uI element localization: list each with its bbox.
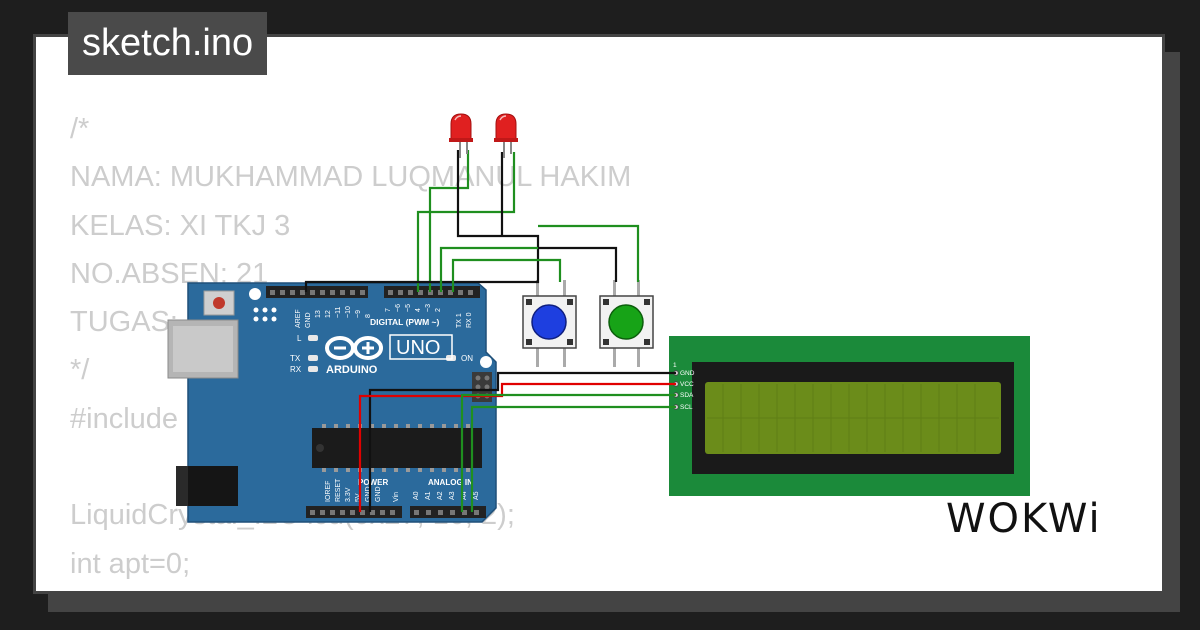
- code-line: int apt=0;: [70, 547, 191, 580]
- pin-label: AREF: [295, 309, 302, 328]
- icsp-header: [253, 307, 277, 322]
- analog-pin-label: A1: [425, 491, 432, 500]
- code-line: TUGAS:: [70, 306, 178, 339]
- code-line: /*: [70, 113, 90, 145]
- on-label: ON: [461, 354, 473, 363]
- pushbutton-green[interactable]: [599, 280, 654, 367]
- led-red-2[interactable]: [494, 113, 518, 158]
- pin-label: ~10: [345, 306, 352, 318]
- pin-label: ~6: [395, 304, 402, 312]
- led-red-1[interactable]: [449, 113, 473, 158]
- analog-pin-label: A3: [449, 491, 456, 500]
- pin-label: 4: [415, 308, 422, 312]
- power-pin-label: GND: [375, 486, 382, 502]
- analog-pin-label: A4: [461, 491, 468, 500]
- code-line: */: [70, 354, 90, 387]
- icsp-right: [472, 372, 492, 402]
- tx-label: TX: [290, 354, 301, 363]
- analog-pin-label: A2: [437, 491, 444, 500]
- rx-label: RX: [290, 365, 302, 374]
- mounting-hole: [480, 356, 492, 368]
- power-pin-label: 3.3V: [345, 487, 352, 502]
- analog-pin-label: A0: [413, 491, 420, 500]
- power-pin-label: IOREF: [325, 481, 332, 502]
- power-pin-label: RESET: [335, 478, 342, 502]
- code-line: NAMA: MUKHAMMAD LUQMANUL HAKIM: [70, 161, 632, 194]
- wire-black: [538, 246, 618, 282]
- arduino-logo: [325, 336, 383, 360]
- pin-label: ~9: [355, 310, 362, 318]
- pin-label: RX 0: [466, 312, 473, 328]
- analog-pin-label: A5: [473, 491, 480, 500]
- code-line: KELAS: XI TKJ 3: [70, 209, 291, 242]
- wire-green: [538, 224, 640, 282]
- pin-label: 2: [435, 308, 442, 312]
- power-pin-label: 5V: [355, 493, 362, 502]
- power-pin-label: GND: [365, 486, 372, 502]
- button-cap[interactable]: [608, 304, 644, 340]
- analog-label: ANALOG IN: [428, 478, 473, 487]
- mounting-hole: [249, 288, 261, 300]
- wokwi-logo: WOKWi: [942, 488, 1122, 548]
- pin-label: TX 1: [456, 313, 463, 328]
- power-pin-label: Vin: [393, 492, 400, 502]
- pin-label: 12: [325, 310, 332, 318]
- pin-label: 13: [315, 310, 322, 318]
- l-label: L: [297, 334, 302, 343]
- lcd-1602-i2c[interactable]: 1 GND VCC SDA SCL: [669, 336, 1030, 496]
- pin-label: ~3: [425, 304, 432, 312]
- atmega-chip: [312, 428, 482, 468]
- wire-green: [428, 150, 470, 292]
- pin-label: GND: [305, 312, 312, 328]
- lcd-pin-label: SCL: [680, 404, 693, 411]
- wire-green: [416, 152, 516, 292]
- arduino-uno-board[interactable]: AREF GND 13 12 ~11 ~10 ~9 8 7 ~6 ~5 4 ~3…: [167, 282, 497, 523]
- lcd-pin-label: VCC: [680, 381, 694, 388]
- wire-green: [470, 405, 676, 512]
- digital-label: DIGITAL (PWM ~): [370, 317, 440, 327]
- wire-green: [460, 393, 676, 512]
- wire-green: [439, 246, 538, 292]
- button-cap[interactable]: [531, 304, 567, 340]
- brand-label: ARDUINO: [326, 364, 378, 376]
- pin-label: ~5: [405, 304, 412, 312]
- lcd-pin-label: GND: [680, 370, 695, 377]
- wire-black: [304, 150, 540, 292]
- model-label: UNO: [396, 337, 440, 359]
- indicator-leds: [308, 335, 456, 372]
- pushbutton-blue[interactable]: [522, 280, 577, 367]
- wire-black: [368, 371, 676, 512]
- pin-label: 7: [385, 308, 392, 312]
- lcd-pin-one: 1: [673, 362, 677, 369]
- pin-label: ~11: [335, 307, 342, 318]
- wires: [304, 150, 676, 512]
- lcd-pin-label: SDA: [680, 392, 694, 399]
- wokwi-logo-text: WOKWi: [946, 496, 1102, 542]
- pin-label: 8: [365, 314, 372, 318]
- sketch-title-badge: sketch.ino: [68, 12, 268, 75]
- power-label: POWER: [358, 478, 388, 487]
- wire-green: [451, 258, 562, 292]
